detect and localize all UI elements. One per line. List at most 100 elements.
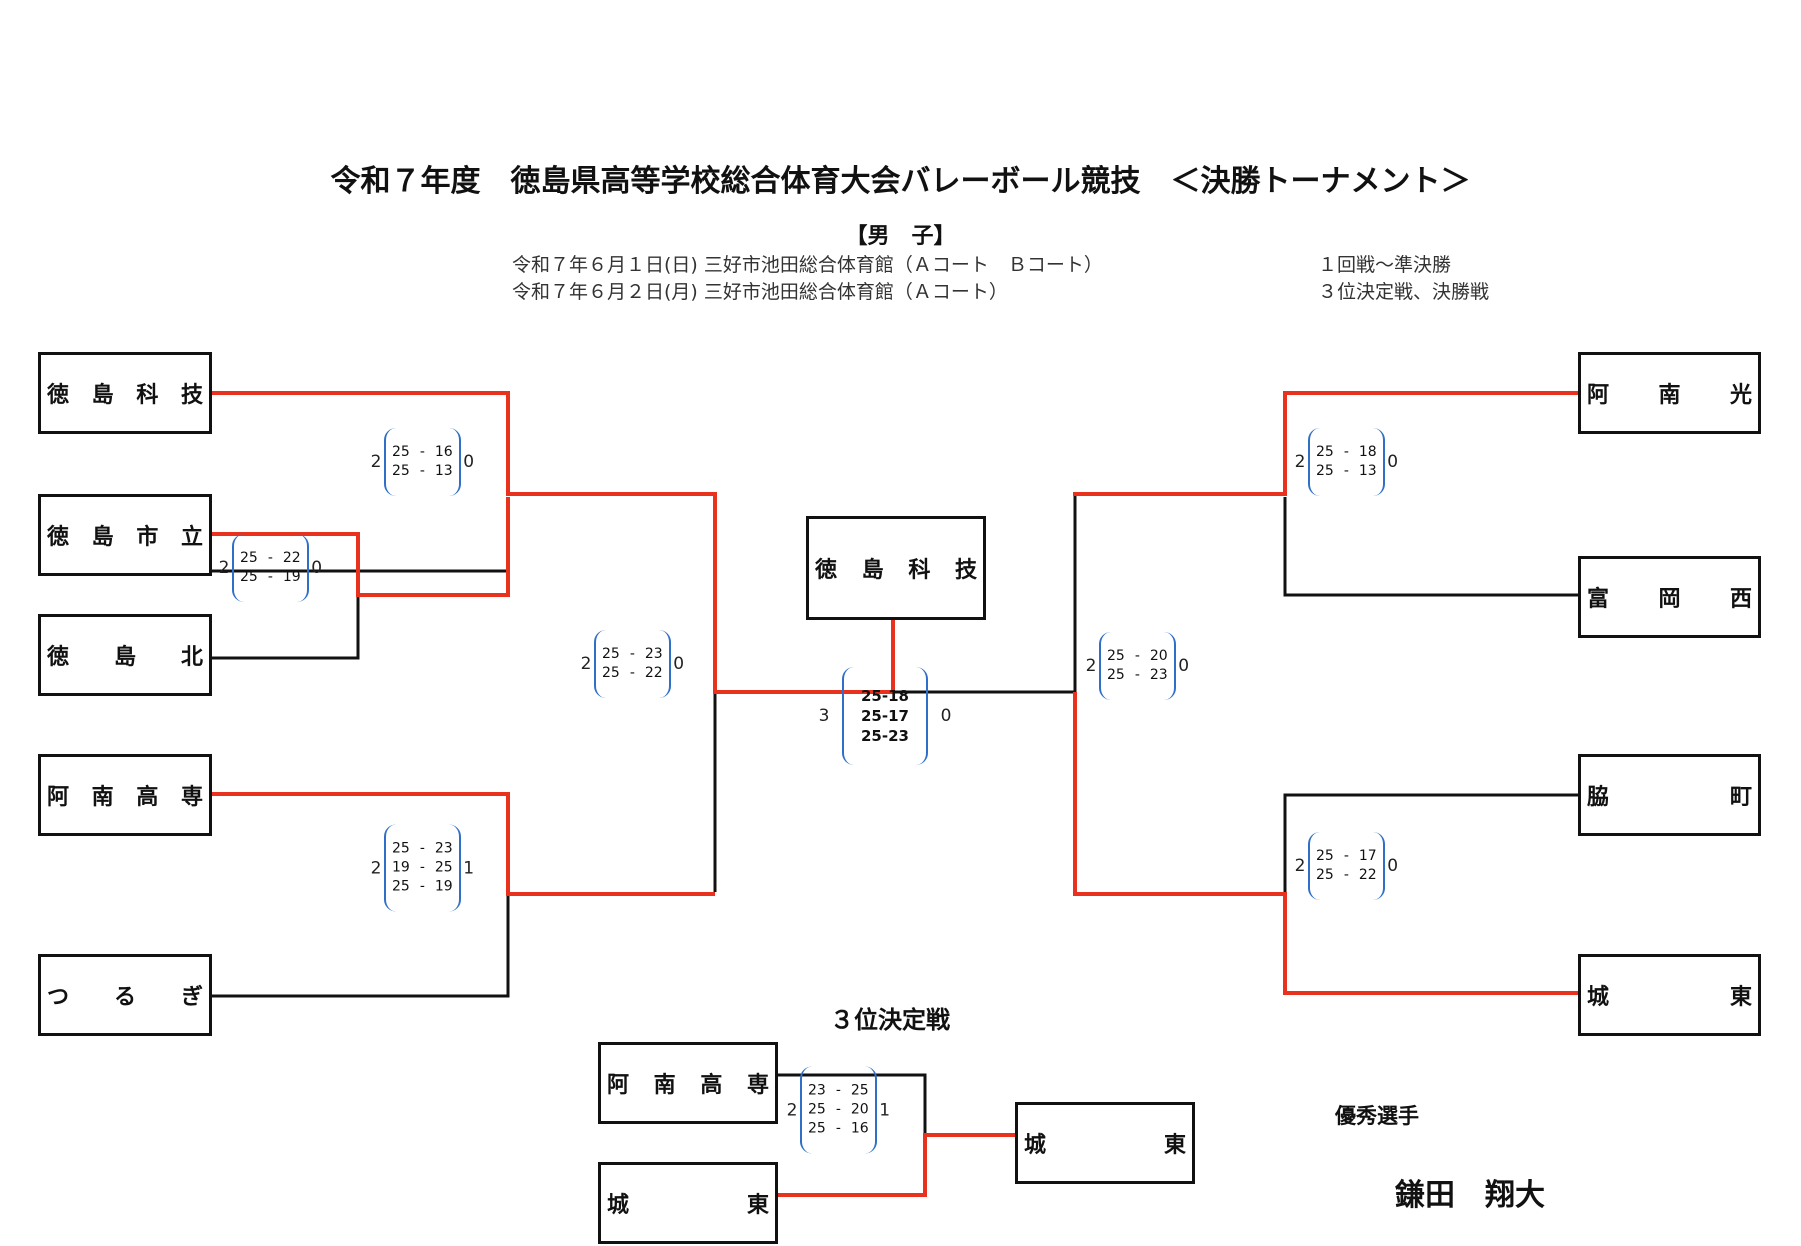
team-char: 東: [746, 1193, 769, 1218]
schedule-date-1: 令和７年６月１日(日) 三好市池田総合体育館（Ａコート Ｂコート）: [512, 254, 1103, 276]
sets-lost: 1: [463, 858, 475, 878]
set-score-winner: 25: [1107, 648, 1125, 664]
set-score-line: 25-17: [861, 707, 909, 725]
sets-won: 2: [370, 858, 382, 878]
team-char: 北: [180, 645, 203, 670]
team-char: 徳: [47, 645, 70, 670]
mvp-label: 優秀選手: [1335, 1104, 1419, 1128]
team-tsurugi: つるぎ: [38, 954, 212, 1036]
team-char: 西: [1729, 587, 1752, 612]
sets-won: 3: [818, 706, 830, 726]
set-score-winner: 25: [808, 1120, 826, 1137]
sets-won: 2: [218, 558, 230, 578]
team-char: 光: [1729, 383, 1752, 408]
set-score-winner: 25: [808, 1101, 826, 1118]
team-char: る: [113, 985, 136, 1010]
set-score-loser: 22: [644, 665, 663, 681]
set-score-line: 25-13: [392, 462, 453, 481]
team-char: 専: [746, 1073, 769, 1098]
team-tomioka-nishi: 富岡西: [1578, 556, 1761, 638]
set-score-loser: 22: [282, 550, 301, 566]
set-score-dash: -: [267, 569, 273, 585]
team-tokushima-kita: 徳島北: [38, 614, 212, 696]
third-winner-joto: 城東: [1015, 1102, 1195, 1184]
sets-lost: 0: [673, 654, 685, 674]
set-score-dash: -: [835, 1120, 841, 1137]
sets-won: 2: [1085, 656, 1097, 676]
sets-lost: 0: [1387, 452, 1399, 472]
champion-box: 徳島科技: [806, 516, 986, 620]
set-score-dash: -: [1343, 848, 1349, 864]
team-tokushima-shiritsu: 徳島市立: [38, 494, 212, 576]
set-score-loser: 23: [644, 646, 663, 662]
set-score-dash: -: [419, 878, 425, 895]
team-tokushima-kagi: 徳島科技: [38, 352, 212, 434]
sets-won: 2: [1294, 452, 1306, 472]
set-score-winner: 25: [392, 878, 410, 895]
team-char: 東: [1729, 985, 1752, 1010]
set-score-line: 25-23: [1107, 666, 1168, 685]
set-score-winner: 25: [602, 646, 620, 662]
team-char: 城: [1024, 1133, 1047, 1158]
mvp-name: 鎌田 翔大: [1395, 1178, 1545, 1213]
team-char: 徳: [47, 383, 70, 408]
schedule-rounds-1: １回戦～準決勝: [1318, 254, 1452, 276]
team-char: つ: [47, 985, 70, 1010]
set-score-dash: -: [835, 1082, 841, 1099]
set-score-winner: 25: [240, 569, 258, 585]
set-score-dash: -: [629, 665, 635, 681]
set-score-dash: -: [419, 444, 425, 460]
team-char: 富: [1587, 587, 1610, 612]
set-score-loser: 13: [434, 463, 453, 479]
set-score-loser: 19: [434, 878, 453, 895]
sets-lost: 0: [1178, 656, 1190, 676]
team-char: 技: [954, 558, 977, 583]
team-char: 南: [91, 785, 114, 810]
team-char: 市: [136, 525, 159, 550]
set-score-line: 23-25: [808, 1082, 869, 1101]
set-score-loser: 17: [1358, 848, 1377, 864]
set-score-line: 25-13: [1316, 462, 1377, 481]
set-score-loser: 23: [434, 840, 453, 857]
set-score-winner: 25: [1316, 848, 1334, 864]
set-score-loser: 25: [850, 1082, 869, 1099]
set-score-line: 25-20: [808, 1101, 869, 1120]
set-score-line: 25-20: [1107, 647, 1168, 666]
team-char: 脇: [1587, 785, 1610, 810]
set-score-winner: 25: [392, 463, 410, 479]
set-score-line: 25-18: [1316, 443, 1377, 462]
set-score-winner: 25: [1316, 463, 1334, 479]
set-score-loser: 13: [1358, 463, 1377, 479]
set-score-winner: 25: [602, 665, 620, 681]
team-char: 島: [91, 525, 114, 550]
team-char: ぎ: [180, 985, 203, 1010]
set-score-winner: 25: [392, 444, 410, 460]
set-score-loser: 25: [434, 859, 453, 876]
sets-won: 2: [580, 654, 592, 674]
team-char: 科: [136, 383, 159, 408]
set-score-loser: 23: [1149, 667, 1168, 683]
team-char: 東: [1163, 1133, 1186, 1158]
set-score-dash: -: [267, 550, 273, 566]
sets-lost: 0: [311, 558, 323, 578]
set-score-line: 25-22: [1316, 866, 1377, 885]
division-label: 【男 子】: [845, 224, 956, 249]
third-team-anan-kosen: 阿南高専: [598, 1042, 778, 1124]
set-score-winner: 25: [392, 840, 410, 857]
set-score-winner: 19: [392, 859, 410, 876]
set-score-winner: 25: [240, 550, 258, 566]
sets-won: 2: [370, 452, 382, 472]
schedule-rounds-2: ３位決定戦、決勝戦: [1318, 281, 1490, 303]
set-score-dash: -: [419, 840, 425, 857]
set-score-loser: 18: [1358, 444, 1377, 460]
